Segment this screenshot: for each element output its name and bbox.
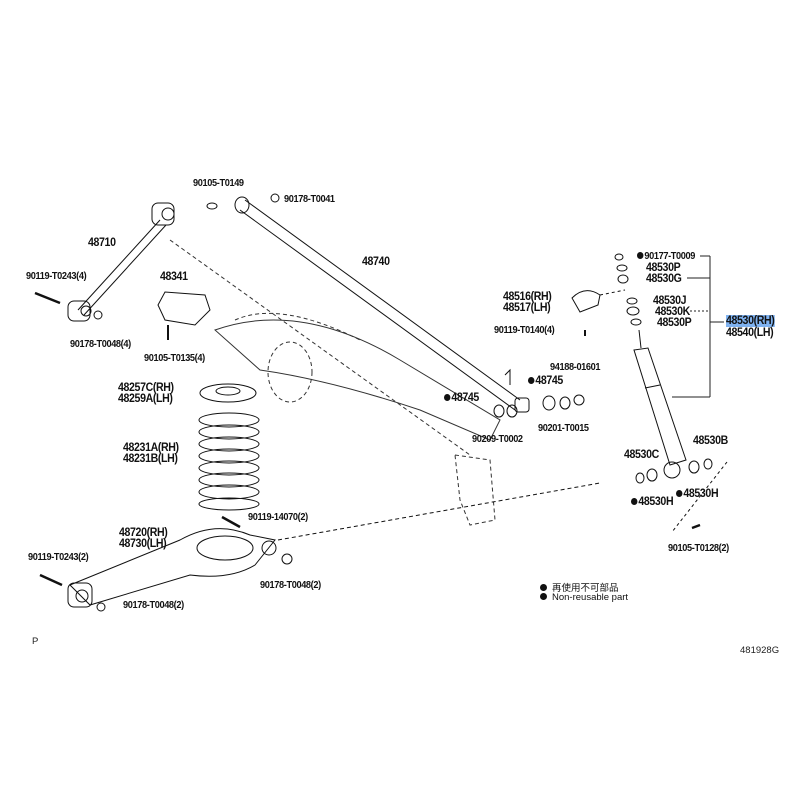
non-reusable-dot-icon <box>540 593 547 600</box>
part-label-48730[interactable]: 48730(LH) <box>119 538 167 550</box>
part-label-48530H[interactable]: 48530H <box>631 496 673 508</box>
part-label-90178-T0048-4[interactable]: 90178-T0048(4) <box>70 339 131 350</box>
part-label-48516[interactable]: 48516(RH) <box>503 291 552 303</box>
corner-mark: P <box>32 636 39 647</box>
part-label-48231A[interactable]: 48231A(RH) <box>123 442 179 454</box>
part-label-48745[interactable]: 48745 <box>528 375 563 387</box>
lateral-rod <box>206 193 530 413</box>
upper-control-arm <box>34 202 175 322</box>
part-label-48530K[interactable]: 48530K <box>655 306 690 318</box>
part-label-90105-T0135-4[interactable]: 90105-T0135(4) <box>144 353 205 364</box>
part-label-48530-rh-selected[interactable]: 48530(RH) <box>726 315 775 327</box>
legend-text-en: Non-reusable part <box>552 592 629 603</box>
part-label-48257C[interactable]: 48257C(RH) <box>118 382 174 394</box>
bracket <box>157 291 211 340</box>
coil-spring <box>198 383 260 511</box>
part-label-94188-01601[interactable]: 94188-01601 <box>550 362 601 373</box>
part-label-48517[interactable]: 48517(LH) <box>503 302 551 314</box>
part-label-48530H[interactable]: 48530H <box>676 488 718 500</box>
part-label-90105-T0128[interactable]: 90105-T0128(2) <box>668 543 729 554</box>
part-label-90105-T0149[interactable]: 90105-T0149 <box>193 178 244 189</box>
assembly-bracket <box>672 255 724 398</box>
part-label-90119-T0243-4[interactable]: 90119-T0243(4) <box>26 271 87 282</box>
lower-control-arm <box>39 482 601 612</box>
part-label-90119-T0243-2[interactable]: 90119-T0243(2) <box>28 552 89 563</box>
part-label-48740[interactable]: 48740 <box>362 256 390 268</box>
shock-upper-mount <box>571 253 642 336</box>
part-label-48540[interactable]: 48540(LH) <box>726 327 774 339</box>
part-label-90178-T0041[interactable]: 90178-T0041 <box>284 194 335 205</box>
part-label-48710[interactable]: 48710 <box>88 237 116 249</box>
part-label-90178-T0048-2[interactable]: 90178-T0048(2) <box>123 600 184 611</box>
part-label-48530J[interactable]: 48530J <box>653 295 687 307</box>
part-label-48231B[interactable]: 48231B(LH) <box>123 453 178 465</box>
part-label-48530G[interactable]: 48530G <box>646 273 682 285</box>
part-label-90119-14070[interactable]: 90119-14070(2) <box>248 512 308 523</box>
diagram-id: 481928G <box>740 645 780 656</box>
part-label-90209-T0002[interactable]: 90209-T0002 <box>472 434 523 445</box>
legend-japanese: 再使用不可部品 <box>540 580 619 594</box>
part-label-90201-T0015[interactable]: 90201-T0015 <box>538 423 589 434</box>
legend-english: Non-reusable part <box>540 592 628 603</box>
part-label-90178-T0048-2[interactable]: 90178-T0048(2) <box>260 580 321 591</box>
part-label-48530P[interactable]: 48530P <box>657 317 692 329</box>
part-label-90177-T0009[interactable]: 90177-T0009 <box>637 251 695 262</box>
part-label-90119-T0140[interactable]: 90119-T0140(4) <box>494 325 555 336</box>
part-label-48530P[interactable]: 48530P <box>646 262 681 274</box>
part-label-48530C[interactable]: 48530C <box>624 449 659 461</box>
bushings <box>493 368 585 418</box>
part-label-48745[interactable]: 48745 <box>444 392 479 404</box>
legend-text-jp: 再使用不可部品 <box>552 583 619 594</box>
part-label-48720[interactable]: 48720(RH) <box>119 527 168 539</box>
non-reusable-dot-icon <box>540 584 547 591</box>
part-label-48259A[interactable]: 48259A(LH) <box>118 393 173 405</box>
axle-housing <box>169 239 501 526</box>
part-label-48341[interactable]: 48341 <box>160 271 188 283</box>
part-label-48530B[interactable]: 48530B <box>693 435 728 447</box>
